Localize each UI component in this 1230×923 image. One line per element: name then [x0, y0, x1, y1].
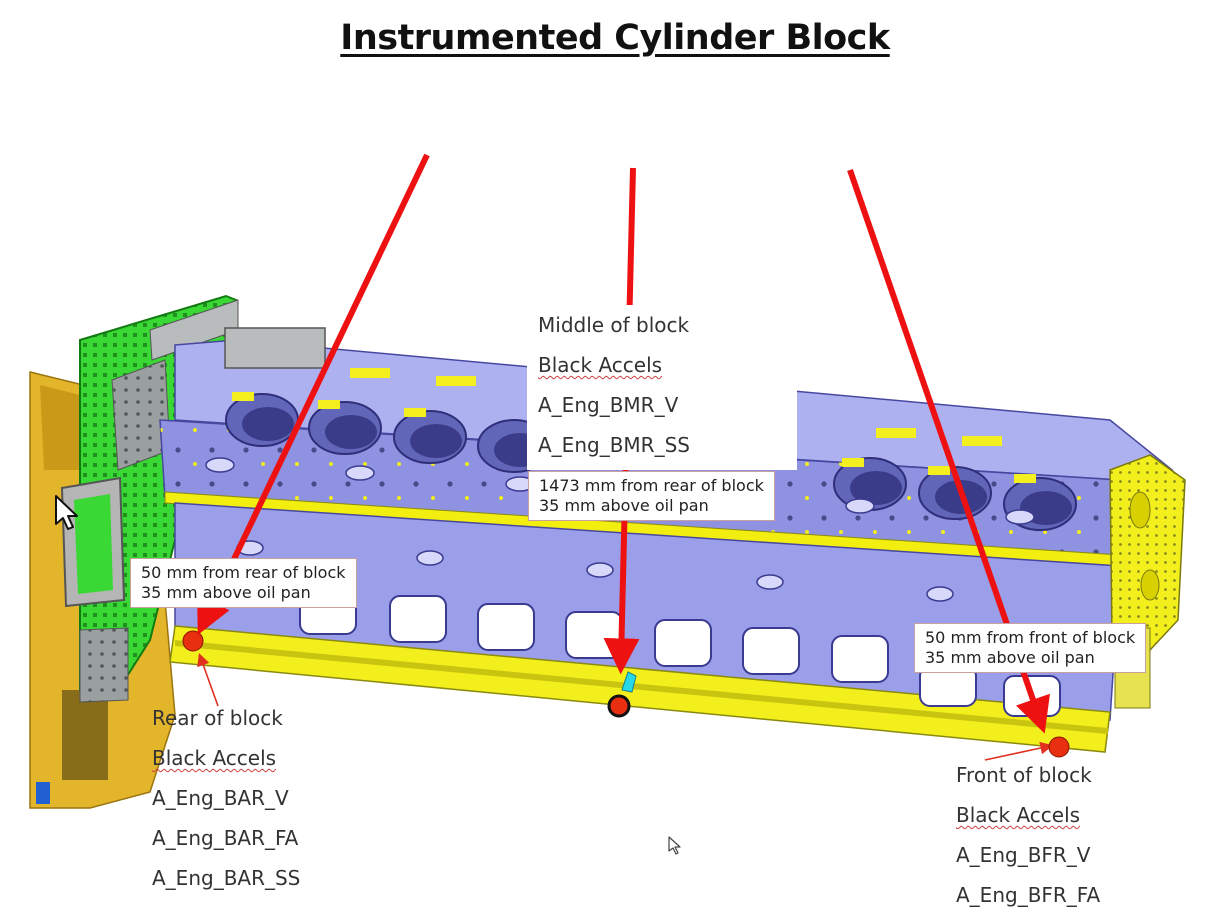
rear-label-location: Rear of block — [152, 706, 283, 730]
rear-pointer-line — [197, 652, 219, 707]
rear-label-channel-ss: A_Eng_BAR_SS — [152, 866, 301, 890]
cursor-arrow-small-icon — [668, 836, 681, 855]
front-label-channel-fa: A_Eng_BFR_FA — [956, 883, 1101, 907]
cylinder-block — [159, 339, 1174, 753]
front-position-note: 50 mm from front of block 35 mm above oi… — [914, 623, 1147, 673]
front-label-group: Front of block Black Accels A_Eng_BFR_V … — [956, 755, 1100, 915]
rear-arrow — [197, 153, 430, 635]
front-pointer-line — [984, 741, 1054, 761]
middle-label-location: Middle of block — [538, 313, 690, 337]
rear-label-group: Rear of block Black Accels A_Eng_BAR_V A… — [152, 698, 300, 898]
middle-label-group: Middle of block Black Accels A_Eng_BMR_V… — [538, 305, 690, 465]
front-label-channel-v: A_Eng_BFR_V — [956, 843, 1091, 867]
middle-label-backdrop — [527, 305, 797, 470]
rear-label-channel-fa: A_Eng_BAR_FA — [152, 826, 299, 850]
middle-sensor-mount — [621, 671, 637, 693]
front-label-location: Front of block — [956, 763, 1092, 787]
middle-position-note: 1473 mm from rear of block 35 mm above o… — [528, 471, 775, 521]
rear-label-channel-v: A_Eng_BAR_V — [152, 786, 289, 810]
middle-label-channel-ss: A_Eng_BMR_SS — [538, 433, 690, 457]
cursor-arrow-icon — [55, 495, 78, 530]
rear-boss — [224, 327, 326, 369]
front-label-type: Black Accels — [956, 803, 1081, 827]
page-title: Instrumented Cylinder Block — [340, 18, 890, 58]
rear-position-note: 50 mm from rear of block 35 mm above oil… — [130, 558, 357, 608]
rear-label-type: Black Accels — [152, 746, 277, 770]
middle-sensor-marker — [607, 694, 631, 718]
front-sensor-marker — [1048, 736, 1070, 758]
middle-label-channel-v: A_Eng_BMR_V — [538, 393, 679, 417]
middle-label-type: Black Accels — [538, 353, 663, 377]
rear-sensor-marker — [182, 630, 204, 652]
